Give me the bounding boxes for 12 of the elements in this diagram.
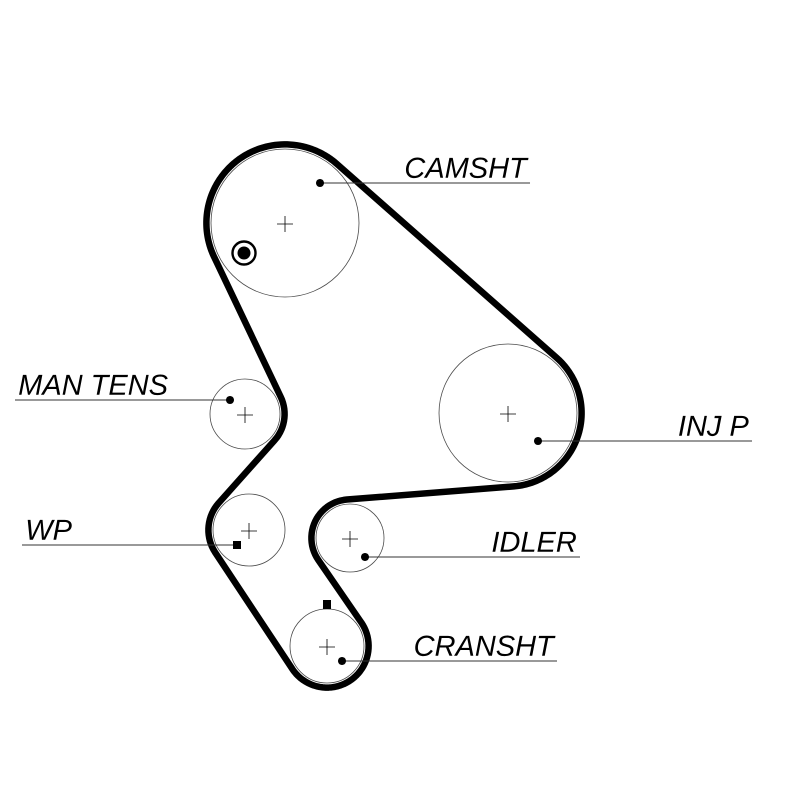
part-label: WP (28, 520, 72, 540)
pulley-circle (290, 608, 364, 684)
part-label: IDLER (492, 532, 576, 552)
pulley-circle (438, 344, 578, 482)
part-label: MAN TENS (19, 374, 168, 396)
pulley-circle (212, 494, 286, 566)
pulley-circle (210, 148, 360, 298)
part-label: CRANSHT (415, 636, 556, 656)
part-label: CAMSHT (406, 158, 529, 178)
pulley-circle (316, 504, 384, 572)
part-label: INJ P (679, 416, 749, 436)
pulley-circle (210, 378, 280, 450)
